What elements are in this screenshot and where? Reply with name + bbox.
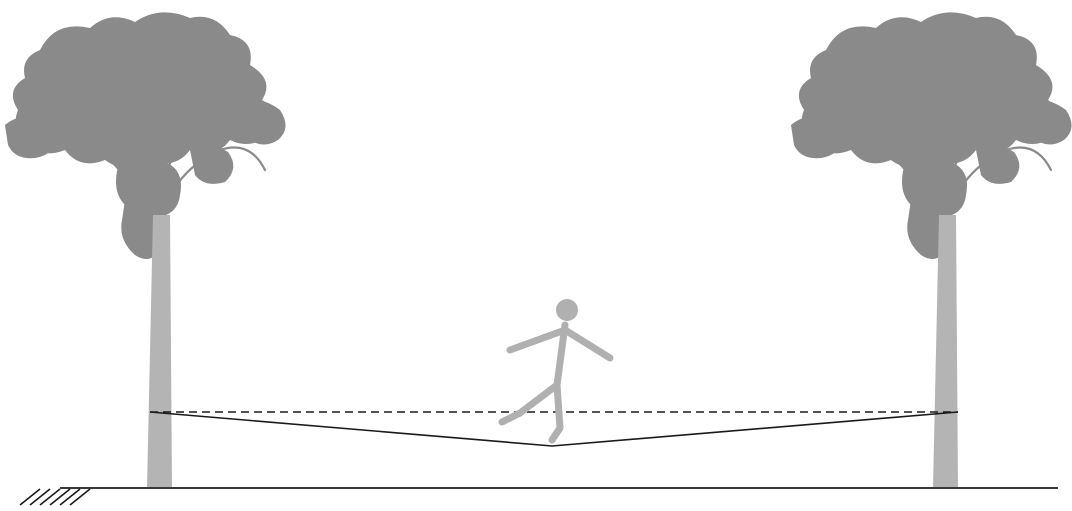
right-tree bbox=[791, 12, 1072, 488]
left-tree bbox=[5, 12, 286, 488]
walker-figure bbox=[502, 299, 610, 440]
ground-hatch bbox=[20, 489, 90, 505]
